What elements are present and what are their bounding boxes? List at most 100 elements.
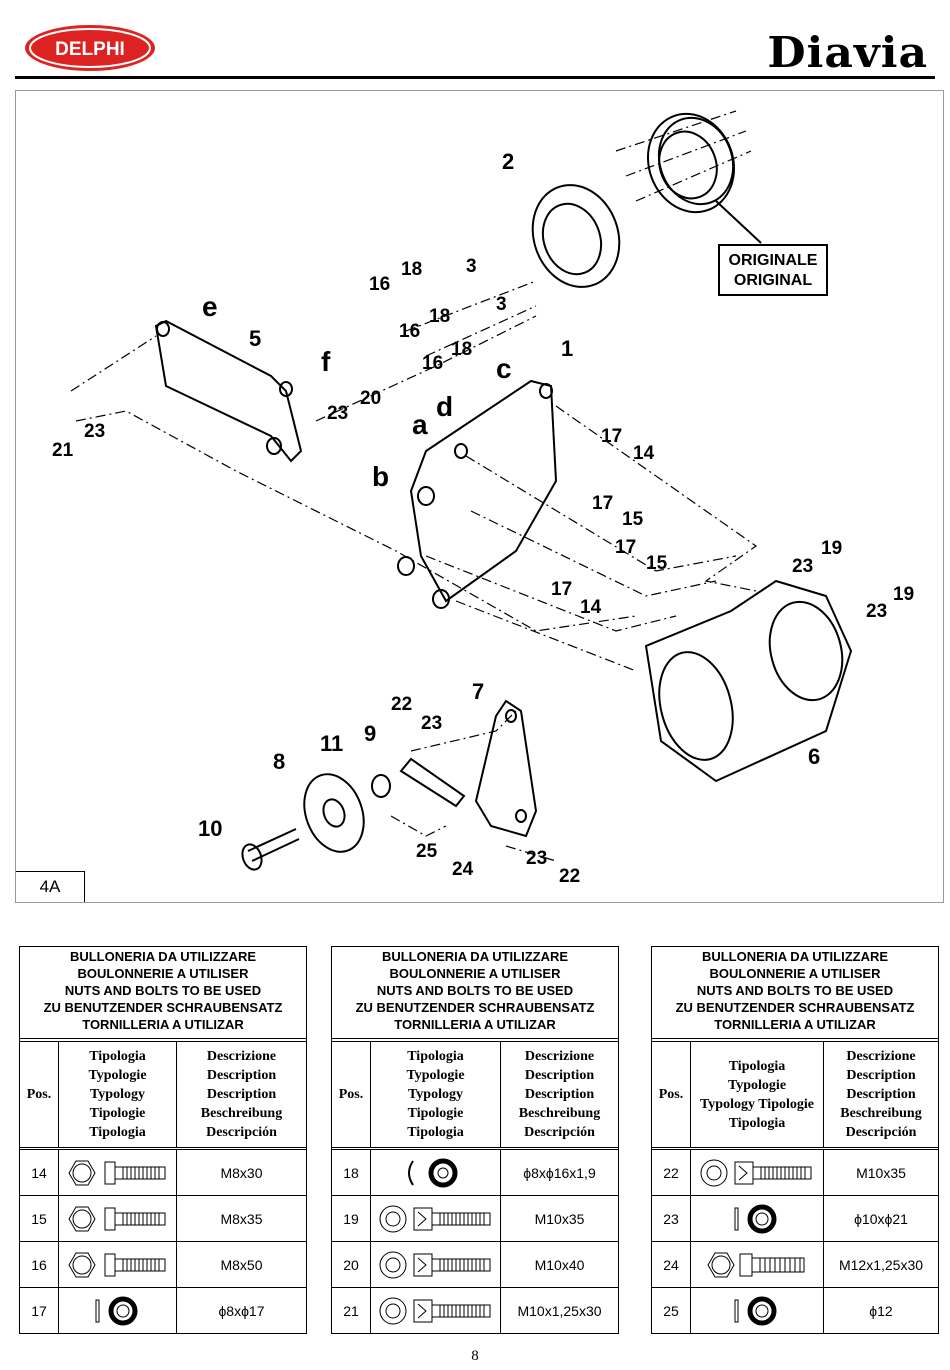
table-row: 22 M10x35	[652, 1150, 938, 1196]
table-row: 23 ϕ10xϕ21	[652, 1196, 938, 1242]
col-pos-header: Pos.	[652, 1042, 691, 1147]
table-heading: BULLONERIA DA UTILIZZARE BOULONNERIE A U…	[20, 947, 306, 1039]
callout-23f: 23	[526, 848, 548, 869]
col-type-line: Tipologia	[407, 1125, 464, 1140]
callout-18: 18	[401, 259, 423, 280]
callout-23: 23	[327, 403, 349, 424]
table-row: 18 ϕ8xϕ16x1,9	[332, 1150, 618, 1196]
col-desc-line: Descrizione	[846, 1049, 916, 1064]
callout-23e: 23	[421, 713, 443, 734]
table-row: 24 M12x1,25x30	[652, 1242, 938, 1288]
col-desc-line: Description	[206, 1068, 277, 1083]
callout-15b: 15	[646, 553, 668, 574]
row-pos: 16	[20, 1242, 59, 1287]
col-desc-header: Descrizione Description Description Besc…	[177, 1042, 306, 1147]
col-type-line: Tipologia	[728, 1115, 786, 1131]
row-pos: 23	[652, 1196, 691, 1241]
table-row: 15 M8x35	[20, 1196, 306, 1242]
callout-19: 19	[821, 538, 843, 559]
col-type-header: Tipologia Typologie Typology Tipologie T…	[371, 1042, 501, 1147]
col-type-line: Tipologia	[407, 1049, 464, 1064]
delphi-logo-text: DELPHI	[55, 39, 125, 60]
col-type-line: Typologie	[406, 1068, 465, 1083]
heading-line: BULLONERIA DA UTILIZZARE	[701, 949, 889, 964]
callout-e: e	[202, 291, 218, 322]
row-pos: 18	[332, 1150, 371, 1195]
row-desc: ϕ8xϕ16x1,9	[523, 1164, 596, 1181]
row-desc: ϕ8xϕ17	[218, 1302, 265, 1319]
table-heading: BULLONERIA DA UTILIZZARE BOULONNERIE A U…	[332, 947, 618, 1039]
row-desc: M10x35	[534, 1210, 585, 1227]
callout-10: 10	[198, 816, 223, 841]
row-pos: 20	[332, 1242, 371, 1287]
callout-18c: 18	[451, 339, 473, 360]
table-row: 14 M8x30	[20, 1150, 306, 1196]
callout-17: 17	[601, 426, 623, 447]
row-pos: 22	[652, 1150, 691, 1195]
row-pos: 17	[20, 1288, 59, 1333]
callout-17b: 17	[592, 493, 614, 514]
row-desc: M10x35	[856, 1164, 906, 1181]
heading-line: NUTS AND BOLTS TO BE USED	[376, 983, 574, 998]
table-row: 21 M10x1,25x30	[332, 1288, 618, 1333]
heading-line: BOULONNERIE A UTILISER	[709, 966, 881, 981]
col-pos-header: Pos.	[332, 1042, 371, 1147]
callout-23d: 23	[866, 601, 888, 622]
exploded-diagram: ORIGINALE ORIGINAL 2 16 18 3 16 18 3 e 5…	[15, 90, 944, 903]
col-type-line: Typologie	[727, 1077, 787, 1093]
col-desc-line: Description	[524, 1068, 595, 1083]
diavia-logo: Diavia	[767, 28, 928, 77]
original-label: ORIGINALE ORIGINAL	[718, 244, 828, 296]
col-type-line: Tipologia	[89, 1049, 146, 1064]
callout-20: 20	[360, 388, 382, 409]
callout-16: 16	[369, 274, 391, 295]
col-type-line: Tipologia	[728, 1058, 786, 1074]
col-type-header: Tipologia Typologie Typology Tipologie T…	[691, 1042, 824, 1147]
socket-bolt-icon	[379, 1205, 490, 1232]
col-desc-line: Description	[524, 1087, 595, 1102]
washer-icon	[95, 1296, 137, 1325]
callout-23b: 23	[84, 421, 106, 442]
callout-5: 5	[249, 326, 262, 351]
col-desc-line: Description	[206, 1087, 277, 1102]
table-row: 16 M8x50	[20, 1242, 306, 1288]
heading-line: TORNILLERIA A UTILIZAR	[714, 1017, 876, 1032]
bolts-table-3: BULLONERIA DA UTILIZZARE BOULONNERIE A U…	[651, 946, 939, 1334]
col-desc-header: Descrizione Description Description Besc…	[824, 1042, 938, 1147]
row-desc: M8x50	[220, 1256, 263, 1273]
row-pos: 25	[652, 1288, 691, 1333]
column-headers: Pos. Tipologia Typologie Typology Tipolo…	[652, 1041, 938, 1150]
heading-line: BULLONERIA DA UTILIZZARE	[69, 949, 257, 964]
col-desc-line: Descripción	[524, 1125, 595, 1140]
col-desc-line: Description	[846, 1068, 916, 1083]
col-type-line: Typology Tipologie	[700, 1096, 814, 1112]
col-desc-line: Description	[846, 1087, 916, 1102]
callout-22: 22	[391, 694, 413, 715]
socket-bolt-icon	[379, 1297, 490, 1324]
callout-9: 9	[364, 721, 377, 746]
row-pos: 15	[20, 1196, 59, 1241]
heading-line: ZU BENUTZENDER SCHRAUBENSATZ	[43, 1000, 283, 1015]
callout-2: 2	[502, 149, 515, 174]
delphi-logo: DELPHI	[23, 23, 157, 73]
callout-11: 11	[320, 731, 344, 756]
row-desc: ϕ12	[869, 1302, 893, 1319]
table-heading: BULLONERIA DA UTILIZZARE BOULONNERIE A U…	[652, 947, 938, 1039]
callout-14: 14	[633, 443, 655, 464]
row-desc: M10x1,25x30	[517, 1302, 602, 1319]
col-desc-line: Descripción	[206, 1125, 277, 1140]
row-desc: M12x1,25x30	[838, 1256, 924, 1273]
diagram-drawing	[70, 110, 853, 871]
col-desc-line: Descrizione	[524, 1049, 595, 1064]
header-rule	[15, 76, 935, 79]
col-desc-line: Descripción	[845, 1125, 917, 1140]
callout-21: 21	[52, 440, 74, 461]
col-type-line: Typology	[90, 1087, 145, 1102]
callout-d: d	[436, 391, 454, 422]
heading-line: BULLONERIA DA UTILIZZARE	[381, 949, 569, 964]
row-pos: 24	[652, 1242, 691, 1287]
callout-22b: 22	[559, 866, 581, 887]
col-desc-line: Beschreibung	[200, 1106, 283, 1121]
col-type-line: Tipologia	[89, 1125, 146, 1140]
callout-3b: 3	[496, 294, 507, 315]
